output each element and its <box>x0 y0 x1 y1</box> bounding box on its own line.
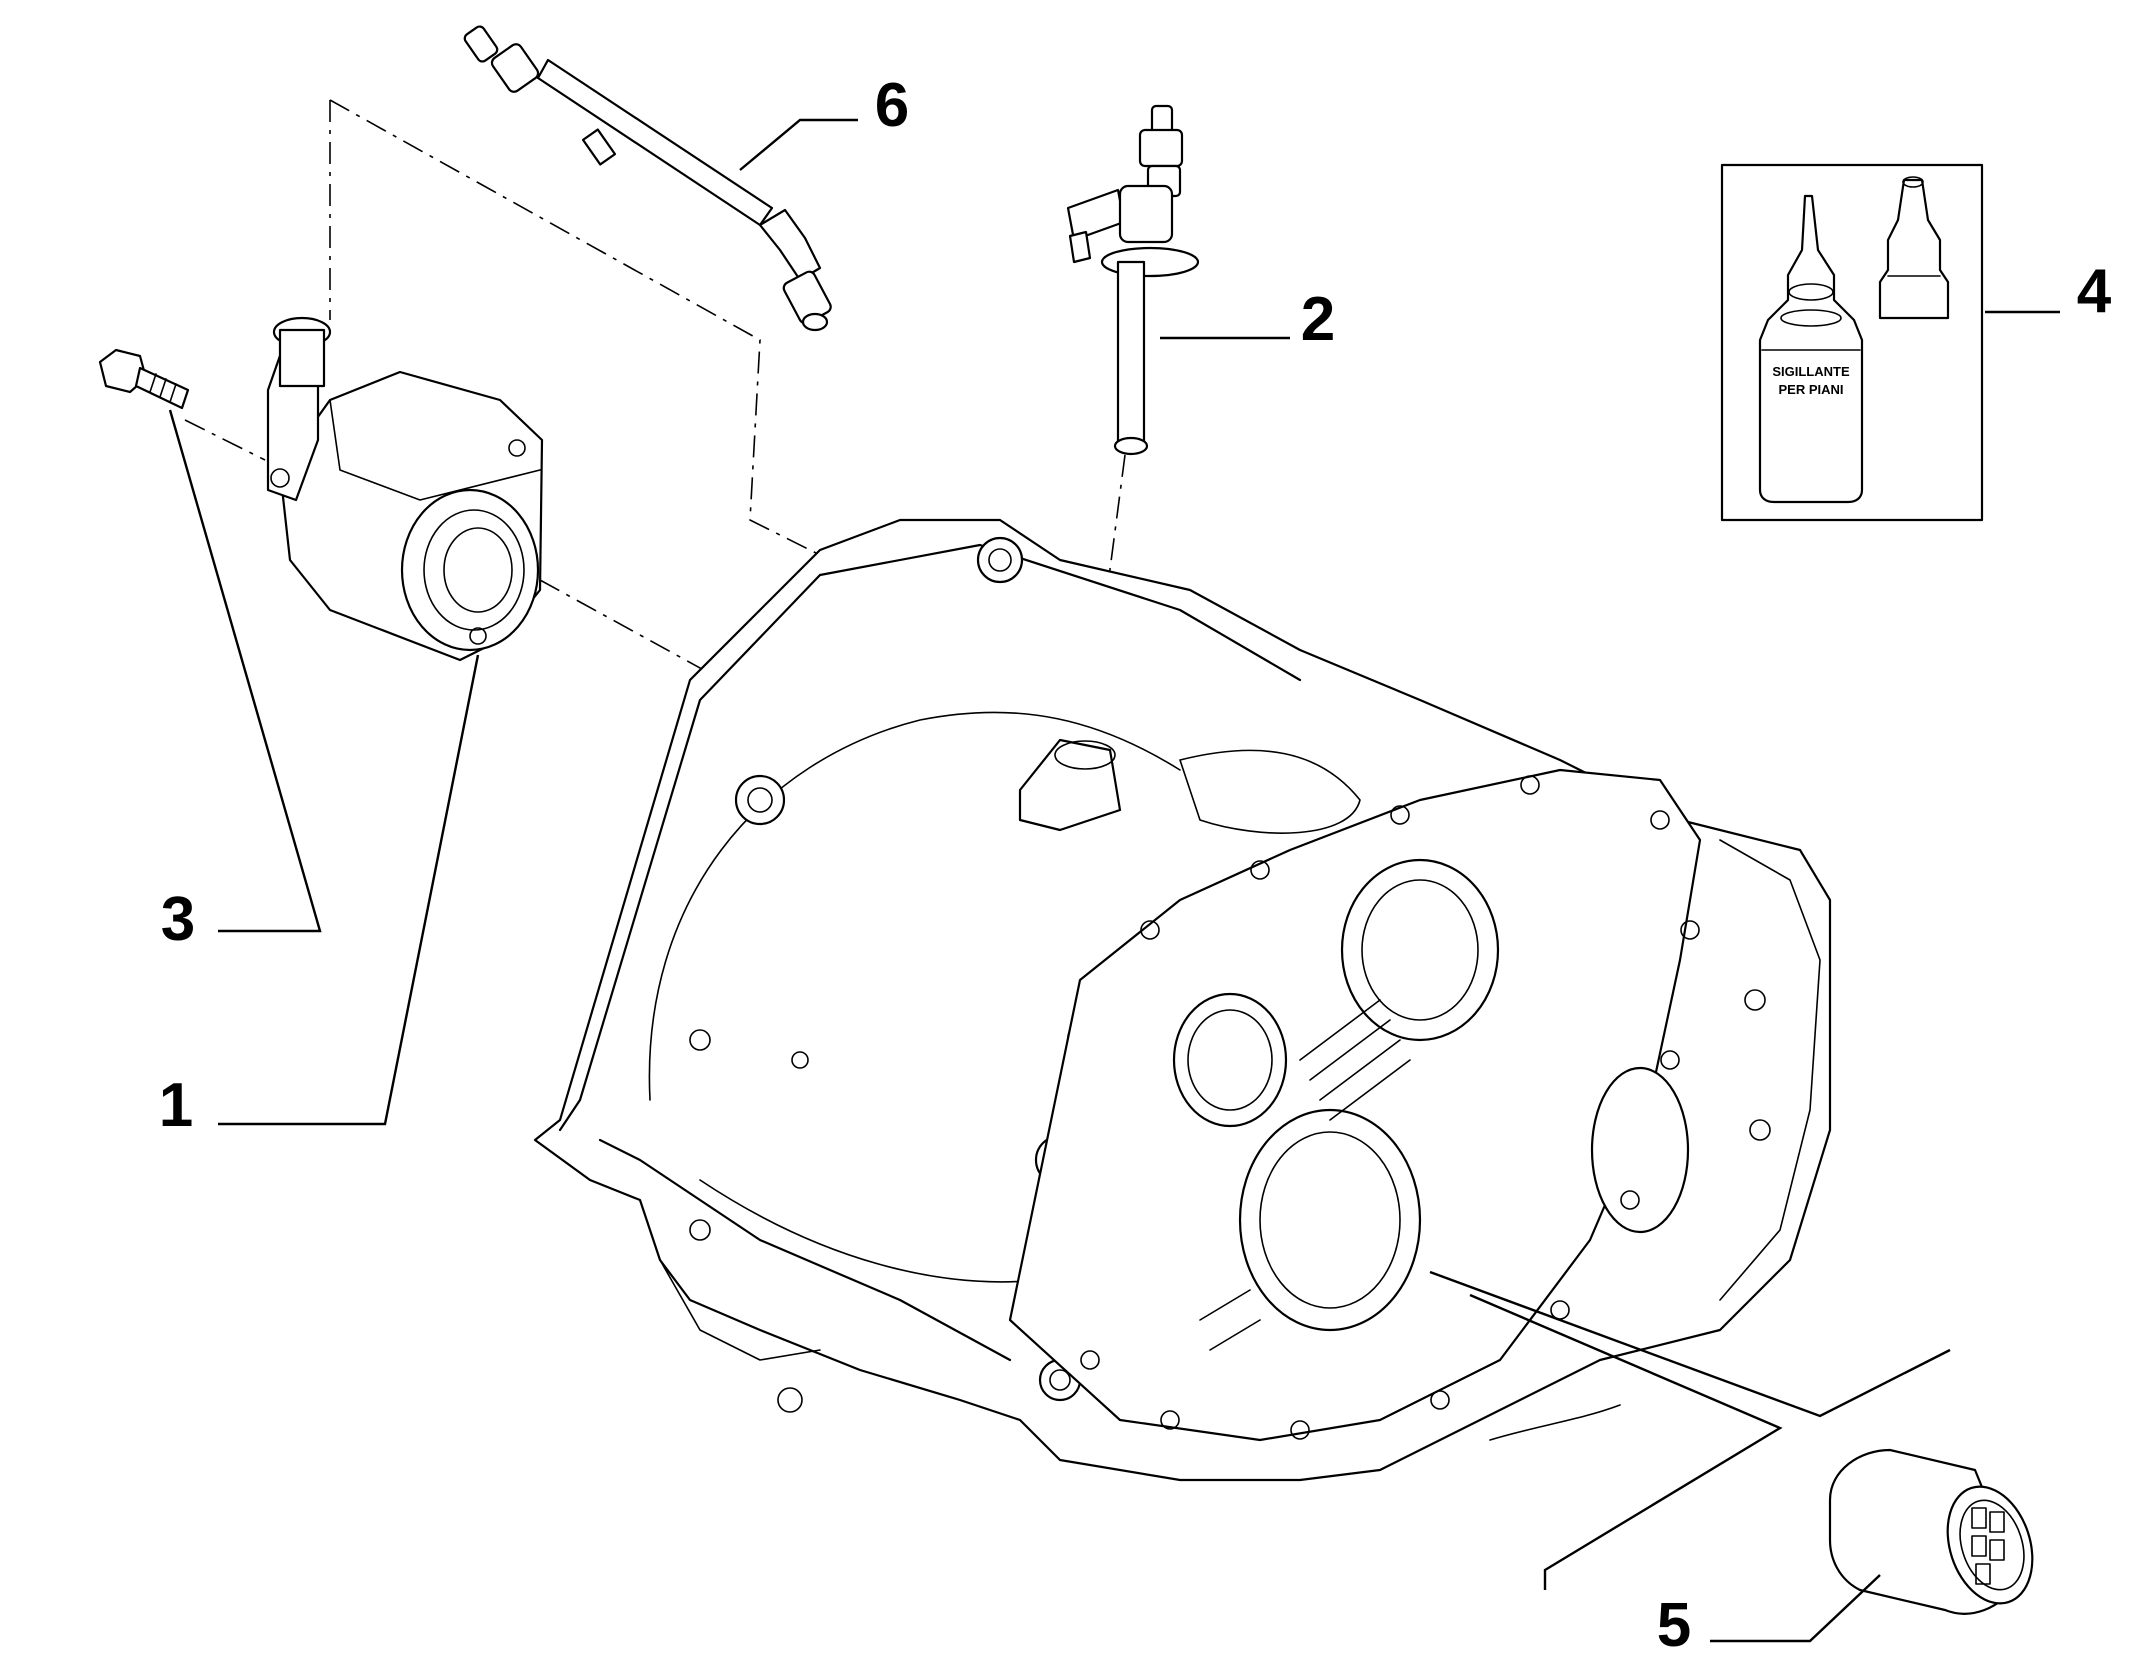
callout-4: 4 <box>2077 257 2112 326</box>
needle-bearing-part-5 <box>1828 1448 2034 1615</box>
sensor-part-2 <box>1066 104 1200 456</box>
bottle-label-line1: SIGILLANTE <box>1772 364 1850 379</box>
callout-1: 1 <box>159 1071 193 1140</box>
callout-5: 5 <box>1657 1591 1691 1660</box>
callout-3: 3 <box>161 885 195 954</box>
sealant-kit-part-4: SIGILLANTE PER PIANI <box>1720 163 1984 522</box>
callout-2: 2 <box>1301 285 1335 354</box>
hydraulic-pipe-part-6 <box>463 25 832 332</box>
gearbox-housing <box>533 518 1832 1482</box>
callout-6: 6 <box>875 71 909 140</box>
bottle-label-line2: PER PIANI <box>1778 382 1843 397</box>
slave-cylinder-part-1 <box>266 316 544 662</box>
bolt-part-3 <box>98 348 190 410</box>
callout-labels: 6 2 4 3 1 5 <box>159 71 2112 1660</box>
leader-lines <box>168 118 2060 1643</box>
